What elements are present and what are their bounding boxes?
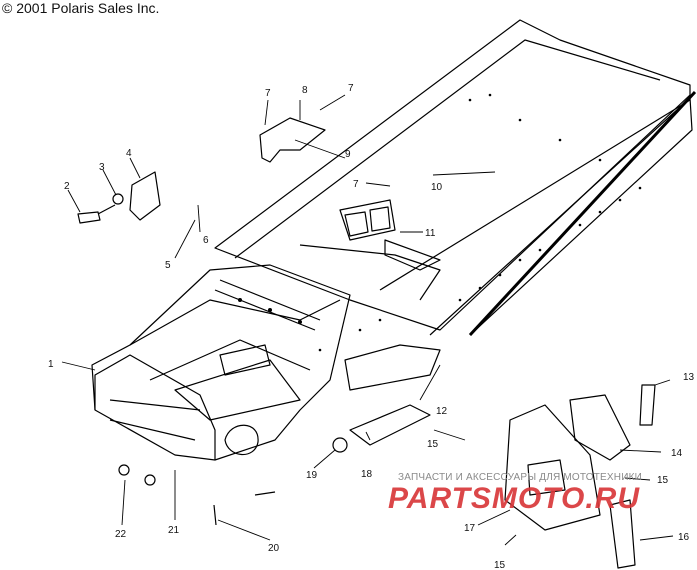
tunnel-top-panel xyxy=(214,19,691,331)
callout-10: 10 xyxy=(431,182,443,193)
callout-15b: 15 xyxy=(657,475,669,486)
callout-13: 13 xyxy=(683,372,695,383)
bracket-8 xyxy=(259,117,326,163)
rear-cross-member xyxy=(344,344,441,391)
watermark-logo: PARTSMOTO.RU xyxy=(388,482,641,515)
callout-15c: 15 xyxy=(494,560,506,570)
callout-6: 6 xyxy=(203,235,209,246)
callout-19: 19 xyxy=(306,470,318,481)
callout-21: 21 xyxy=(168,525,180,536)
flap-16 xyxy=(609,499,636,569)
callout-8: 8 xyxy=(302,85,308,96)
callout-1: 1 xyxy=(48,359,54,370)
callout-7b: 7 xyxy=(348,83,354,94)
copyright-notice: © 2001 Polaris Sales Inc. xyxy=(2,0,160,16)
callout-7a: 7 xyxy=(265,88,271,99)
callout-11: 11 xyxy=(425,228,436,239)
bracket-14 xyxy=(569,394,631,461)
callout-5: 5 xyxy=(165,260,171,271)
clip-13 xyxy=(639,384,656,426)
callout-16: 16 xyxy=(678,532,690,543)
callout-18: 18 xyxy=(361,469,373,480)
callout-4: 4 xyxy=(126,148,132,159)
tunnel-side-skirt xyxy=(379,99,691,291)
callout-17: 17 xyxy=(464,523,476,534)
callout-22: 22 xyxy=(115,529,127,540)
bracket-4 xyxy=(129,171,161,221)
callout-labels: 1 2 3 4 5 6 7 7 7 8 9 10 11 12 13 14 15 … xyxy=(48,83,695,570)
bolt-2 xyxy=(77,211,101,224)
callout-3: 3 xyxy=(99,162,105,173)
front-frame-bulkhead xyxy=(91,264,351,461)
callout-12: 12 xyxy=(436,406,448,417)
callout-7c: 7 xyxy=(353,179,359,190)
skid-plate-18 xyxy=(349,404,431,446)
panel-17 xyxy=(504,404,601,531)
callout-20: 20 xyxy=(268,543,280,554)
tunnel-ridge-line xyxy=(234,39,661,259)
callout-15a: 15 xyxy=(427,439,439,450)
callout-9: 9 xyxy=(345,149,351,160)
tunnel-rail xyxy=(468,90,697,337)
tunnel-side-edge xyxy=(429,97,693,336)
watermark-text: ЗАПЧАСТИ И АКСЕССУАРЫ ДЛЯ МОТОТЕХНИКИ xyxy=(398,472,643,483)
callout-14: 14 xyxy=(671,448,683,459)
callout-2: 2 xyxy=(64,181,70,192)
